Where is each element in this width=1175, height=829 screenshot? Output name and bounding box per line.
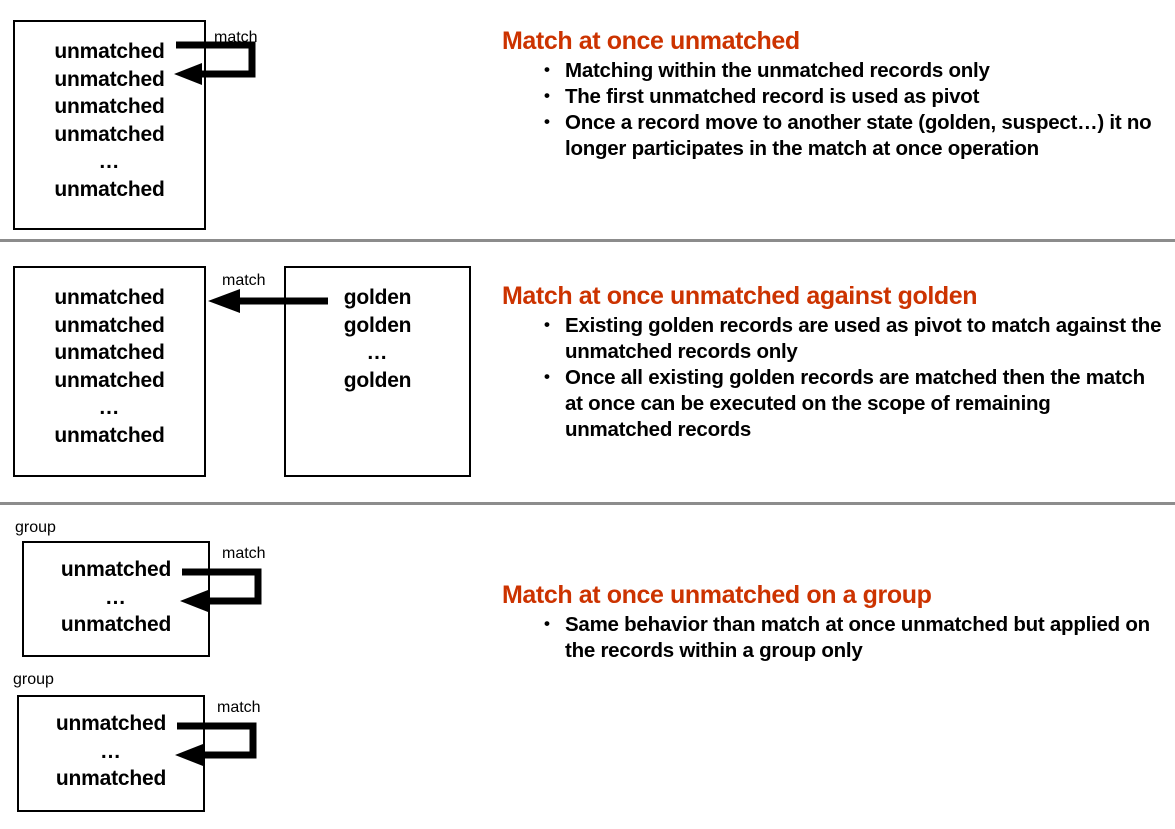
record-row: unmatched [54,313,165,337]
match-label: match [222,545,266,562]
bullet-item: Matching within the unmatched records on… [544,57,1162,84]
record-row: unmatched [60,558,172,581]
record-row: unmatched [54,122,165,146]
record-row-ellipsis: … [100,739,122,763]
group-label: group [13,671,54,688]
group-records-box-2: unmatched … unmatched [17,695,205,812]
record-row: unmatched [55,767,167,790]
record-row-ellipsis: … [105,585,127,609]
section-title-3: Match at once unmatched on a group [502,581,932,609]
bullet-item: Once all existing golden records are mat… [544,364,1162,443]
match-loop-arrow-icon [175,722,257,766]
section-copy-2: Match at once unmatched against golden E… [502,281,1162,443]
bullet-item: Existing golden records are used as pivo… [544,312,1162,365]
record-row: unmatched [54,67,165,91]
unmatched-records-box-section-2: unmatched unmatched unmatched unmatched … [13,266,206,477]
record-row: unmatched [55,712,167,735]
record-list: unmatched … unmatched [19,710,203,793]
record-row: golden [343,368,412,392]
record-row: unmatched [54,177,165,201]
bullet-item: Once a record move to another state (gol… [544,109,1162,162]
record-list: golden golden … golden [286,284,469,394]
section-bullet-list-2: Existing golden records are used as pivo… [502,312,1162,443]
record-row: unmatched [54,423,165,447]
record-row-ellipsis: … [366,341,389,364]
unmatched-records-box-section-1: unmatched unmatched unmatched unmatched … [13,20,206,230]
record-row: unmatched [54,341,165,364]
section-copy-1: Match at once unmatched Matching within … [502,26,1162,162]
section-title-1: Match at once unmatched [502,27,800,55]
group-records-box-1: unmatched … unmatched [22,541,210,657]
record-row: unmatched [54,286,165,309]
section-divider [0,502,1175,505]
record-row: unmatched [54,40,165,63]
bullet-item: Same behavior than match at once unmatch… [544,611,1162,664]
record-row: unmatched [54,95,165,118]
section-bullet-list-3: Same behavior than match at once unmatch… [502,611,1162,664]
record-list: unmatched unmatched unmatched unmatched … [15,38,204,203]
section-divider [0,239,1175,242]
section-bullet-list-1: Matching within the unmatched records on… [502,57,1162,162]
record-row-ellipsis: … [98,150,121,173]
section-copy-3: Match at once unmatched on a group Same … [502,580,1162,664]
match-loop-arrow-icon [180,568,262,612]
match-label: match [214,29,258,46]
match-label: match [222,272,266,289]
record-list: unmatched unmatched unmatched unmatched … [15,284,204,449]
record-row: unmatched [60,613,172,636]
record-list: unmatched … unmatched [24,556,208,639]
section-title-2: Match at once unmatched against golden [502,282,978,310]
record-row: golden [343,313,412,337]
bullet-item: The first unmatched record is used as pi… [544,83,1162,110]
record-row: golden [343,286,412,309]
match-label: match [217,699,261,716]
record-row-ellipsis: … [98,396,121,419]
match-straight-arrow-icon [208,289,328,313]
record-row: unmatched [54,368,165,392]
group-label: group [15,519,56,536]
match-loop-arrow-icon [174,41,256,85]
